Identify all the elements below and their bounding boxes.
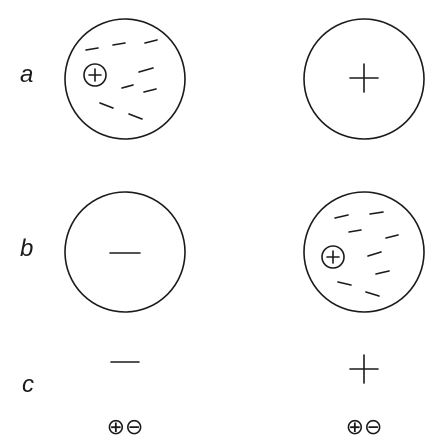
circle-b-right bbox=[303, 191, 425, 313]
circle-b-left bbox=[64, 191, 186, 313]
charge-pair-left: ⊕⊖ bbox=[107, 415, 144, 440]
plus-icon bbox=[349, 63, 379, 93]
charge-pair-right: ⊕⊖ bbox=[346, 415, 383, 440]
plus-icon bbox=[349, 354, 379, 384]
circled-plus-icon bbox=[83, 63, 107, 87]
circle-a-left bbox=[64, 18, 186, 140]
row-label-c: c bbox=[22, 371, 34, 398]
row-label-a: a bbox=[20, 61, 33, 88]
negative-charges bbox=[85, 39, 158, 120]
circled-plus-icon bbox=[321, 245, 345, 269]
negative-charges bbox=[334, 211, 399, 297]
circle-a-right bbox=[303, 18, 425, 140]
row-label-b: b bbox=[20, 235, 33, 262]
